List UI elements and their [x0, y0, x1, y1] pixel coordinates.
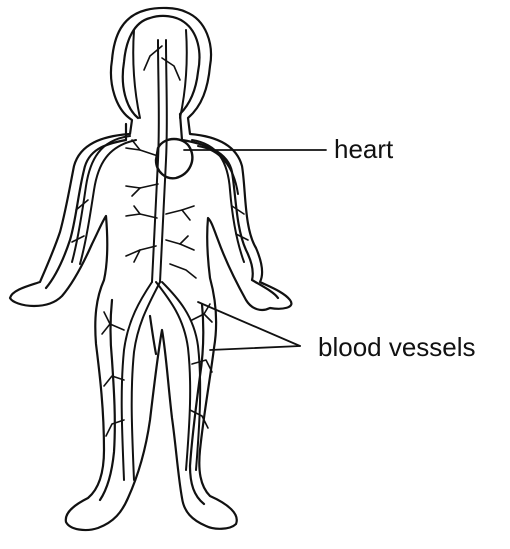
blood-vessels-label: blood vessels	[318, 334, 476, 360]
heart-label: heart	[334, 136, 393, 162]
heart-shape	[156, 139, 192, 178]
vessel-branches	[72, 46, 248, 436]
main-vessels	[72, 30, 244, 480]
leader-lines	[184, 150, 326, 350]
body-outline	[10, 8, 291, 530]
vessels-leader-line-lower	[210, 346, 300, 350]
